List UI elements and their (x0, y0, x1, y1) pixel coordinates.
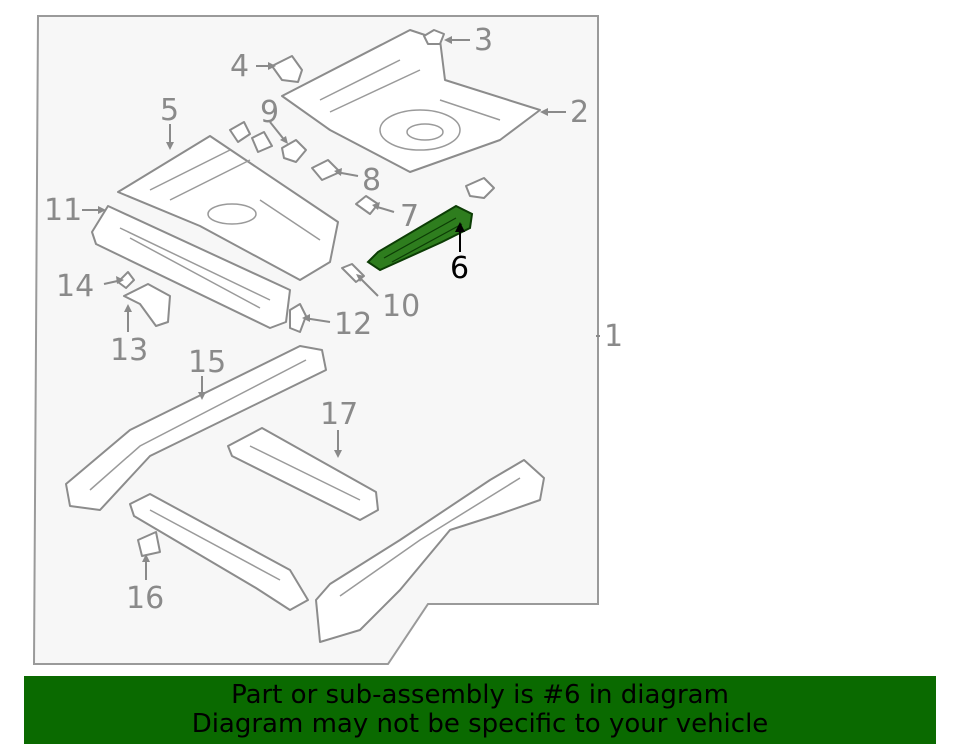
banner-line-1: Part or sub-assembly is #6 in diagram (231, 680, 729, 710)
leader-lines (82, 36, 600, 580)
banner-line-2: Diagram may not be specific to your vehi… (191, 709, 769, 739)
bracket-near-6[interactable] (465, 177, 495, 199)
bracket-small-b[interactable] (251, 131, 273, 153)
part-15-side-rail[interactable] (65, 345, 327, 511)
part-11-crossmember[interactable] (91, 205, 291, 329)
callout-14: 14 (56, 269, 94, 304)
callout-7: 7 (400, 199, 419, 234)
part-3-bracket[interactable] (423, 29, 445, 45)
callout-10: 10 (382, 289, 420, 324)
callout-15: 15 (188, 345, 226, 380)
callout-13: 13 (110, 333, 148, 368)
part-2-rear-floor-pan[interactable] (281, 29, 541, 173)
rear-side-rail[interactable] (315, 459, 545, 643)
callout-2: 2 (570, 95, 589, 130)
part-13-bracket[interactable] (123, 283, 171, 327)
part-17-crossmember[interactable] (227, 427, 379, 521)
callout-1: 1 (604, 319, 623, 354)
callout-5: 5 (160, 93, 179, 128)
callout-11: 11 (44, 193, 82, 228)
bracket-small-a[interactable] (229, 121, 251, 143)
parts-diagram: 1 2 3 4 5 6 7 8 9 10 11 12 13 14 15 16 1… (32, 15, 623, 665)
callout-16: 16 (126, 581, 164, 616)
info-banner: Part or sub-assembly is #6 in diagram Di… (24, 676, 936, 744)
callout-8: 8 (362, 163, 381, 198)
part-4-bracket[interactable] (271, 55, 303, 83)
part-14-bracket[interactable] (117, 271, 135, 289)
callout-4: 4 (230, 49, 249, 84)
part-9-bracket[interactable] (281, 139, 307, 163)
part-5-floor-pan[interactable] (117, 135, 339, 281)
callout-3: 3 (474, 23, 493, 58)
part-6-highlighted[interactable] (366, 204, 474, 272)
part-16-crossmember[interactable] (129, 493, 309, 611)
callout-6: 6 (450, 251, 469, 286)
part-12-bracket[interactable] (289, 303, 307, 333)
callout-17: 17 (320, 397, 358, 432)
callout-12: 12 (334, 307, 372, 342)
callout-9: 9 (260, 95, 279, 130)
